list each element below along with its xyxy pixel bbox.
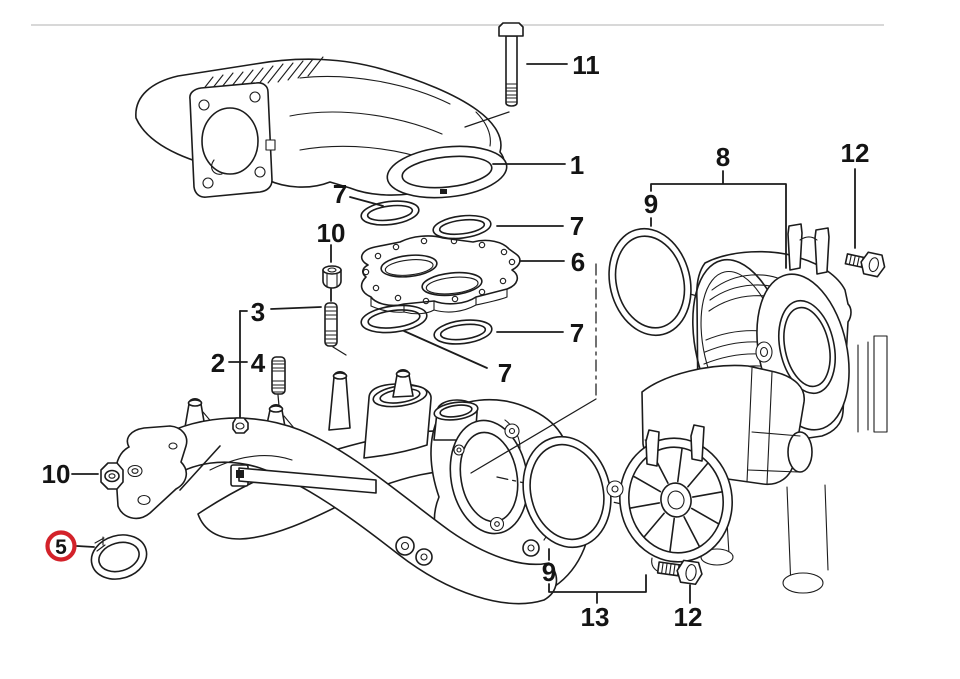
o-ring-7-bottom-right (433, 319, 493, 345)
callout-12-top[interactable]: 12 (841, 138, 870, 168)
plate-bolt-holes (362, 237, 516, 305)
lower-intake-manifold (115, 368, 591, 605)
o-ring-7-top-right (432, 214, 492, 240)
callout-1[interactable]: 1 (570, 150, 584, 180)
callout-3[interactable]: 3 (251, 297, 265, 327)
o-ring-7-bottom-left (360, 304, 428, 334)
stud-3 (324, 302, 347, 356)
callout-10-left[interactable]: 10 (42, 459, 71, 489)
throttle-body (641, 223, 888, 594)
callout-5-highlighted[interactable]: 5 (55, 536, 67, 559)
gasket-seam (94, 536, 106, 552)
callout-2[interactable]: 2 (211, 348, 225, 378)
bolt-12-top (844, 251, 886, 278)
upper-intake-manifold (135, 56, 508, 199)
callout-11[interactable]: 11 (572, 50, 600, 80)
callout-8[interactable]: 8 (716, 142, 730, 172)
throttle-flange (189, 82, 273, 198)
callout-7-bottom[interactable]: 7 (498, 358, 512, 388)
callout-6[interactable]: 6 (571, 247, 585, 277)
callout-7-top-left[interactable]: 7 (333, 179, 347, 209)
profile-gasket (90, 534, 148, 580)
centerline-diagonal (470, 398, 597, 474)
stud-4 (271, 356, 286, 407)
callout-10-top[interactable]: 10 (317, 218, 346, 248)
long-bolt (464, 22, 524, 128)
cover-plate (606, 424, 733, 573)
callout-9-top[interactable]: 9 (644, 189, 658, 219)
callout-9-bottom[interactable]: 9 (542, 557, 556, 587)
callout-12-bottom[interactable]: 12 (674, 602, 703, 632)
callout-7-top-right[interactable]: 7 (570, 211, 584, 241)
callouts: 1 2 3 4 5 6 7 7 7 7 8 9 9 10 10 11 12 12… (42, 50, 870, 632)
nut-top (322, 265, 342, 289)
spacer-plate (360, 235, 521, 315)
callout-7-mid-right[interactable]: 7 (570, 318, 584, 348)
o-ring-7-top-left (360, 200, 420, 226)
gasket-ring-bottom (522, 435, 612, 549)
gasket-ring-top (608, 227, 692, 337)
manifold-outlet-flange (386, 145, 508, 199)
leader-lines (71, 63, 856, 604)
highlight-circle (45, 530, 77, 562)
nut-left (100, 462, 124, 490)
callout-13[interactable]: 13 (581, 602, 610, 632)
callout-4[interactable]: 4 (251, 348, 266, 378)
bolt-12-bottom (656, 559, 703, 586)
